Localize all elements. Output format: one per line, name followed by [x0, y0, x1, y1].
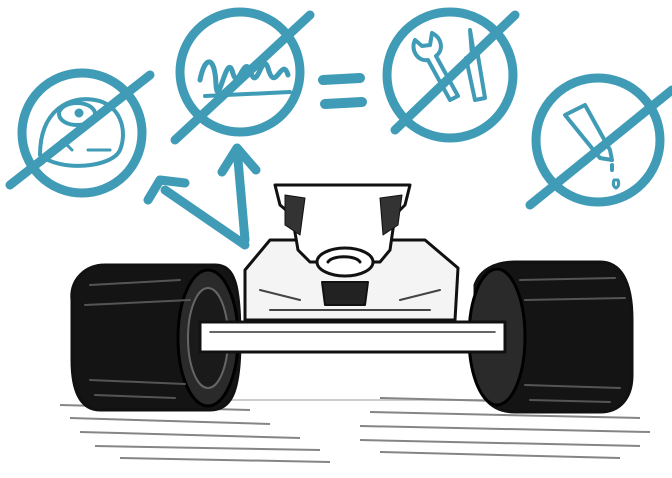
bushing [315, 246, 375, 278]
equals-sign [318, 73, 367, 109]
axle [198, 320, 507, 354]
skateboard-truck [70, 183, 634, 414]
no-oil-icon [525, 73, 672, 210]
no-tools-icon [382, 7, 520, 143]
no-spring-icon [170, 7, 315, 145]
no-bushing-icon [5, 68, 155, 198]
arrow-to-spring [217, 143, 261, 245]
arrow-to-bushing [143, 175, 250, 250]
